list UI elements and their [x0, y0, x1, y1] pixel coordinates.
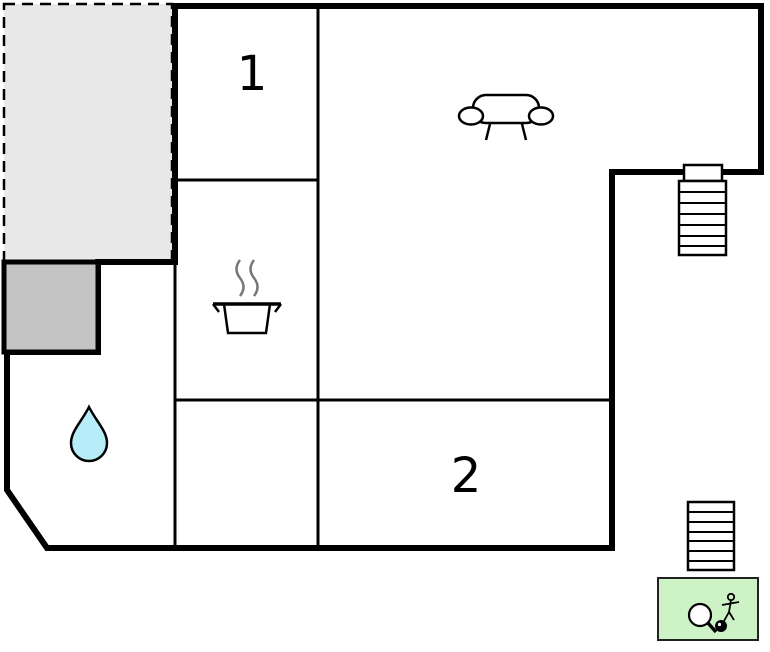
room1-label: 1: [237, 46, 268, 102]
stove-pot-icon: [212, 259, 282, 335]
activity-box: [657, 577, 759, 641]
outer-walls: [4, 3, 764, 551]
annex-area: [1, 259, 101, 355]
interior-walls: [173, 6, 612, 548]
terrace-area: [2, 2, 174, 264]
table-tennis-icon: [687, 592, 740, 634]
sofa-icon: [457, 93, 555, 141]
stairs-lower-icon: [686, 500, 736, 572]
water-drop-icon: [69, 404, 109, 463]
stairs-upper-icon: [677, 163, 728, 257]
room2-label: 2: [451, 448, 482, 504]
